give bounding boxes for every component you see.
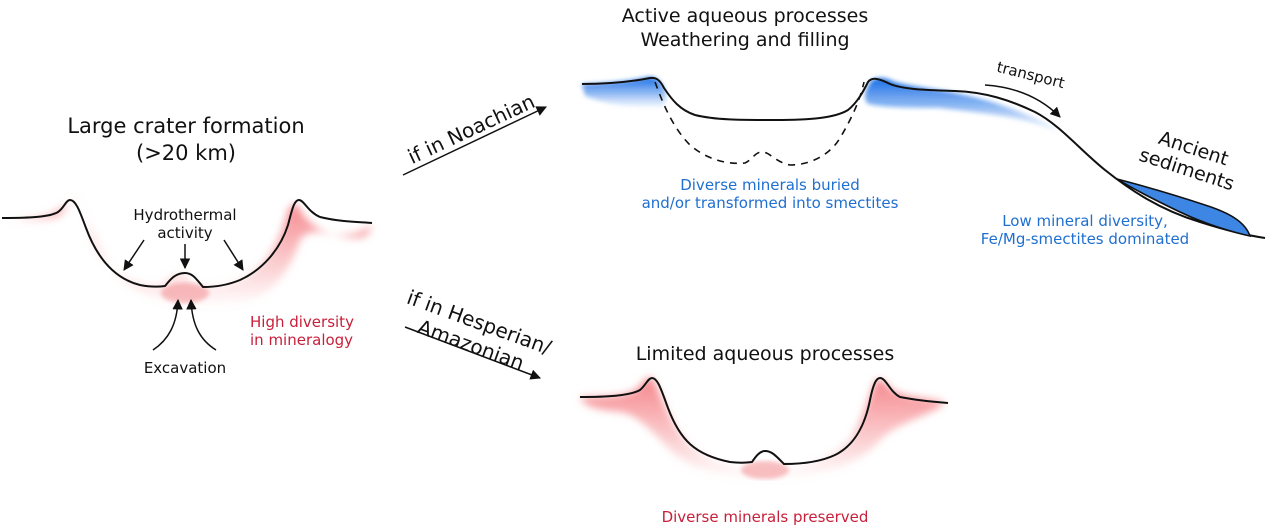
hydrothermal-line2: activity: [157, 224, 213, 242]
top-left-rim-weathering: [582, 76, 667, 108]
ancient-sediments-deposit: [1116, 178, 1252, 238]
bottom-title: Limited aqueous processes: [635, 343, 895, 365]
excavation-label: Excavation: [143, 359, 227, 377]
hydrothermal-line1: Hydrothermal: [133, 206, 237, 224]
left-crater-profile: [1, 198, 373, 289]
low-div-line2: Fe/Mg-smectites dominated: [980, 230, 1190, 248]
hesperian-branch-arrow: [404, 326, 541, 380]
buried-minerals-label: Diverse minerals buried and/or transform…: [620, 176, 920, 212]
excavation-arrow-left: [152, 298, 183, 351]
left-title-line2: (>20 km): [136, 141, 236, 165]
left-central-peak-glow: [161, 283, 209, 303]
excavation-arrow-right: [186, 298, 217, 351]
bottom-central-peak-glow: [741, 461, 789, 479]
left-crater: [1, 198, 373, 351]
hydrothermal-arrow-left: [123, 239, 145, 271]
buried-crater-outline: [654, 81, 865, 166]
bottom-crater: [579, 376, 949, 480]
high-diversity-line2: in mineralogy: [250, 331, 354, 349]
high-diversity-label: High diversity in mineralogy: [250, 313, 354, 349]
noachian-branch-arrow: [402, 106, 547, 176]
buried-line2: and/or transformed into smectites: [641, 194, 899, 212]
low-div-line1: Low mineral diversity,: [1002, 212, 1168, 230]
top-right-rim-weathering: [865, 77, 1061, 133]
high-diversity-line1: High diversity: [250, 313, 354, 331]
hydrothermal-label: Hydrothermal activity: [110, 206, 260, 242]
bottom-crater-profile: [579, 376, 949, 466]
top-title: Active aqueous processes Weathering and …: [580, 4, 910, 52]
top-title-line1: Active aqueous processes: [621, 5, 869, 27]
buried-line1: Diverse minerals buried: [680, 176, 860, 194]
bottom-crater-red-zone: [580, 377, 945, 480]
left-title-line1: Large crater formation: [67, 114, 305, 138]
left-title: Large crater formation (>20 km): [0, 113, 372, 167]
transport-arrow: [984, 84, 1061, 118]
top-crater: [581, 76, 1266, 239]
top-title-line2: Weathering and filling: [640, 29, 850, 51]
top-crater-profile: [581, 76, 1266, 239]
low-diversity-label: Low mineral diversity, Fe/Mg-smectites d…: [970, 212, 1200, 248]
hydrothermal-arrow-right: [223, 239, 244, 271]
preserved-label: Diverse minerals preserved: [661, 508, 869, 526]
